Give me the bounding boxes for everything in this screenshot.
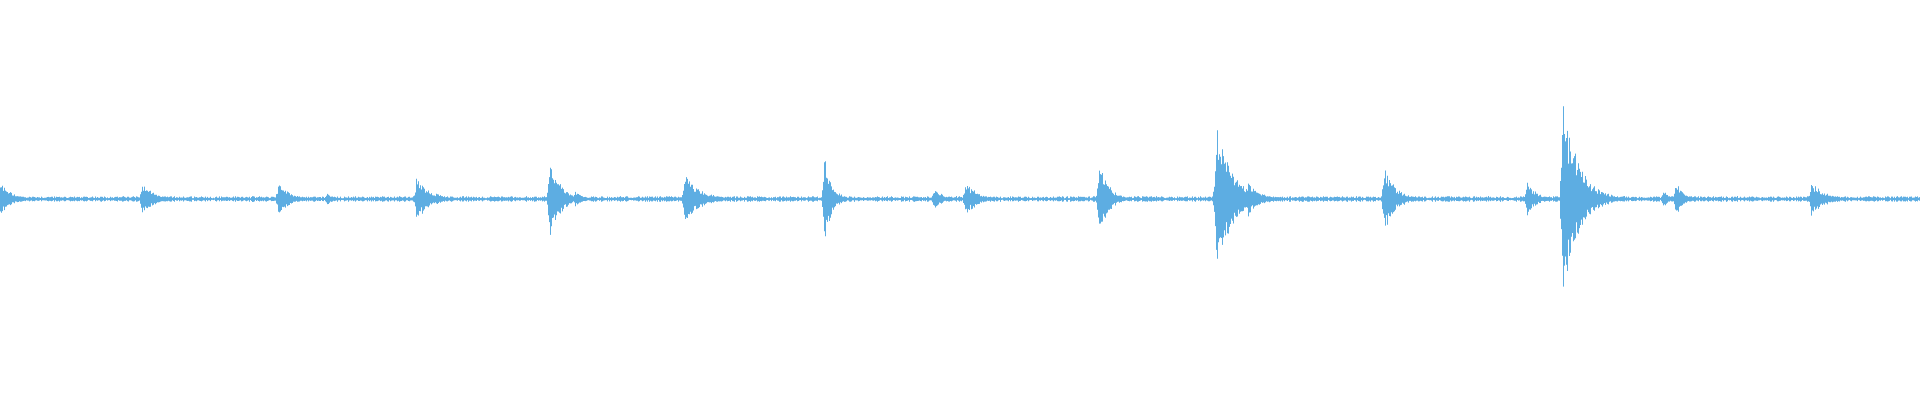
waveform-trace (0, 106, 1920, 287)
